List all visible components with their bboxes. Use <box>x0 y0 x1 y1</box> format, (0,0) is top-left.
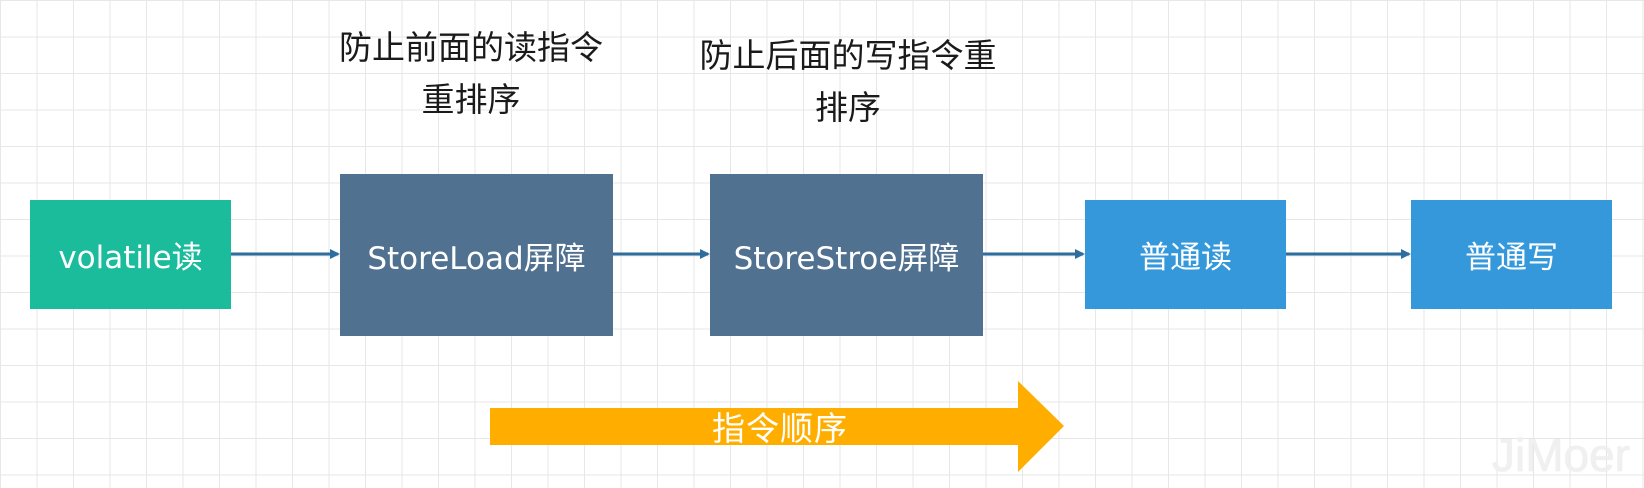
storestore-barrier-label: StoreStroe屏障 <box>733 240 960 277</box>
watermark: JiMoer <box>1491 429 1630 481</box>
volatile-read-label: volatile读 <box>58 240 203 276</box>
storestore-note: 防止后面的写指令重排序 <box>699 36 997 127</box>
normal-read-label: 普通读 <box>1139 240 1232 276</box>
storeload-note: 防止前面的读指令重排序 <box>339 28 603 119</box>
normal-write-label: 普通写 <box>1465 240 1558 276</box>
instruction-order-label: 指令顺序 <box>712 409 848 448</box>
normal-read-node: 普通读 <box>1085 200 1286 309</box>
normal-write-node: 普通写 <box>1411 200 1612 309</box>
storeload-barrier-node: StoreLoad屏障 <box>340 174 613 336</box>
volatile-read-node: volatile读 <box>30 200 231 309</box>
storeload-barrier-label: StoreLoad屏障 <box>367 240 586 277</box>
instruction-order-arrow <box>490 381 1064 472</box>
storestore-barrier-node: StoreStroe屏障 <box>710 174 983 336</box>
